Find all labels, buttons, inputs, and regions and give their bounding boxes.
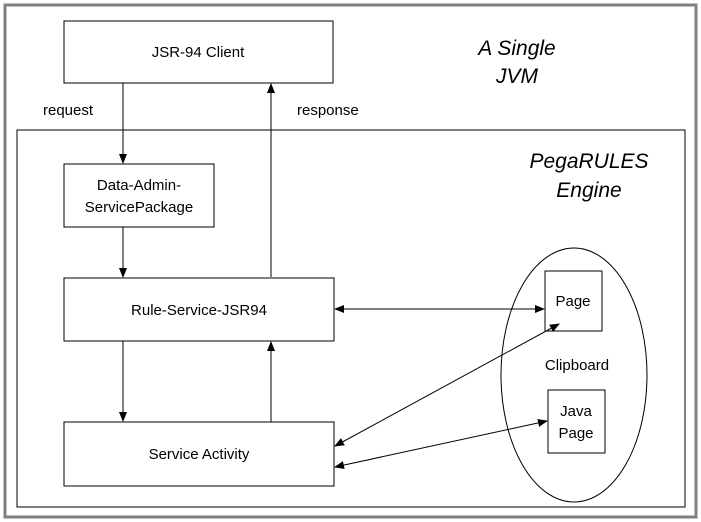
- activity-java-page-bidirectional-arrow: [334, 418, 548, 470]
- clipboard-label: Clipboard: [545, 357, 609, 374]
- java-page-box: [547, 389, 606, 454]
- pegarules-engine-container: [16, 129, 686, 508]
- request-label: request: [43, 102, 94, 119]
- page-label: Page: [555, 293, 590, 310]
- response-label: response: [297, 102, 359, 119]
- java-page-label-line-1: Java: [560, 403, 592, 420]
- activity-page-bidirectional-arrow: [334, 323, 560, 447]
- engine-label-line-1: PegaRULES: [529, 150, 648, 173]
- title-line-1: A Single: [476, 37, 555, 60]
- service-activity-label: Service Activity: [149, 446, 250, 463]
- admin-label-line-2: ServicePackage: [85, 199, 193, 216]
- engine-label-line-2: Engine: [556, 179, 621, 202]
- admin-label-line-1: Data-Admin-: [97, 177, 181, 194]
- service-activity-box: [63, 421, 335, 487]
- jsr94-client-box: [63, 20, 334, 84]
- java-page-label-line-2: Page: [558, 425, 593, 442]
- rule-service-jsr94-box: [63, 277, 335, 342]
- data-admin-servicepackage-box: [63, 163, 215, 228]
- jsr94-client-label: JSR-94 Client: [152, 44, 245, 61]
- outer-frame: [3, 3, 698, 519]
- rule-service-label: Rule-Service-JSR94: [131, 302, 267, 319]
- title-line-2: JVM: [495, 65, 539, 88]
- page-box: [544, 270, 603, 332]
